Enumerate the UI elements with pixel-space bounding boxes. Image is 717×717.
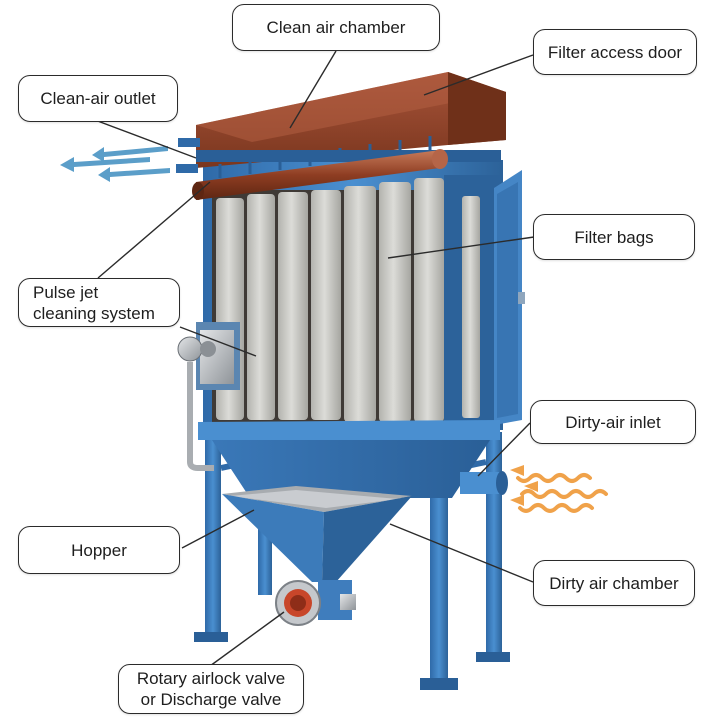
label-dirty-air-chamber-text: Dirty air chamber xyxy=(549,573,679,593)
clean-air-outlet-pipes xyxy=(176,138,200,173)
leader-lines xyxy=(94,50,535,667)
pulse-jet-header xyxy=(192,136,448,200)
label-pulse-jet-line1: Pulse jet xyxy=(33,282,99,302)
leader-filter-access-door xyxy=(423,54,534,96)
label-clean-air-chamber: Clean air chamber xyxy=(232,4,440,51)
dirty-air-inlet-pipe xyxy=(460,471,508,495)
leader-filter-bags xyxy=(387,236,535,259)
label-rotary-line2: or Discharge valve xyxy=(140,690,282,709)
leader-clean-air-chamber xyxy=(289,50,337,129)
inlet-arrows xyxy=(516,473,608,513)
label-clean-air-chamber-text: Clean air chamber xyxy=(266,18,406,37)
label-dirty-air-chamber: Dirty air chamber xyxy=(533,560,695,606)
pulse-jet-valve xyxy=(177,322,240,471)
label-clean-air-outlet-text: Clean-air outlet xyxy=(40,89,156,108)
inlet-arrowheads xyxy=(510,465,538,506)
label-dirty-air-inlet-text: Dirty-air inlet xyxy=(565,412,661,432)
label-pulse-jet-line2: cleaning system xyxy=(33,303,155,323)
filter-bags xyxy=(216,178,480,422)
label-filter-access-door: Filter access door xyxy=(533,29,697,75)
leader-rotary-valve xyxy=(209,611,285,667)
rotary-airlock-valve xyxy=(275,580,356,626)
label-rotary-line1: Rotary airlock valve xyxy=(136,669,286,688)
label-hopper-text: Hopper xyxy=(71,540,127,560)
label-pulse-jet-cleaning-system: Pulse jet cleaning system xyxy=(18,278,180,327)
hopper-frame xyxy=(198,420,500,498)
label-rotary-airlock-valve: Rotary airlock valve or Discharge valve xyxy=(118,664,304,714)
leader-dirty-air-inlet xyxy=(477,422,531,477)
label-filter-bags: Filter bags xyxy=(533,214,695,260)
leader-dirty-air-chamber xyxy=(389,523,534,583)
clean-air-chamber xyxy=(196,72,506,168)
filter-access-door xyxy=(494,170,525,425)
hopper xyxy=(222,486,412,582)
leader-pulse-valve xyxy=(179,326,257,357)
label-filter-access-door-text: Filter access door xyxy=(547,42,683,62)
leader-hopper xyxy=(181,509,255,549)
label-clean-air-outlet: Clean-air outlet xyxy=(18,75,178,122)
leader-pulse-jet xyxy=(97,181,211,279)
label-filter-bags-text: Filter bags xyxy=(574,227,654,247)
leader-clean-air-outlet xyxy=(94,119,197,159)
label-hopper: Hopper xyxy=(18,526,180,574)
label-dirty-air-inlet: Dirty-air inlet xyxy=(530,400,696,444)
outlet-arrows xyxy=(60,146,170,182)
